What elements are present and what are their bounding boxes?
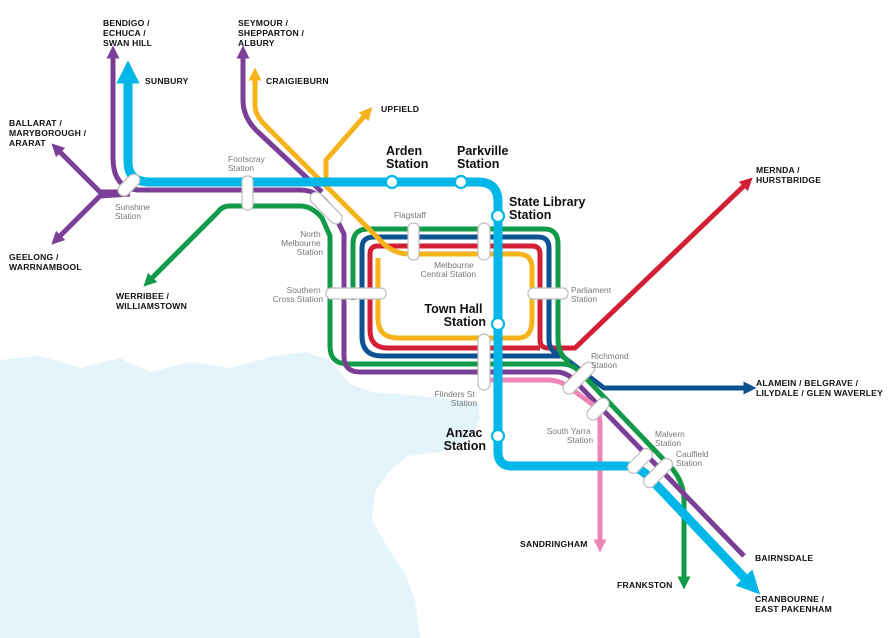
caulfield-station-marker[interactable] bbox=[641, 456, 675, 490]
station-label-melbourne-central: Melbourne Central Station bbox=[421, 260, 477, 279]
arden-station-marker[interactable] bbox=[384, 174, 400, 190]
southern-cross-station-marker[interactable] bbox=[325, 287, 387, 300]
flinders-st-station-marker[interactable] bbox=[477, 333, 491, 391]
flagstaff-station-marker[interactable] bbox=[407, 222, 420, 261]
terminal-label-alamein: ALAMEIN / BELGRAVE / LILYDALE / GLEN WAV… bbox=[756, 378, 883, 398]
station-label-richmond: Richmond Station bbox=[591, 351, 631, 370]
terminal-label-bairnsdale: BAIRNSDALE bbox=[755, 553, 813, 563]
station-label-flinders-st: Flinders St Station bbox=[435, 389, 478, 408]
terminal-label-seymour: SEYMOUR / SHEPPARTON / ALBURY bbox=[238, 18, 307, 48]
terminal-label-sandringham: SANDRINGHAM bbox=[520, 539, 588, 549]
station-label-anzac: Anzac Station bbox=[444, 426, 486, 453]
state-library-station-marker[interactable] bbox=[490, 208, 506, 224]
richmond-station-marker[interactable] bbox=[561, 360, 598, 397]
station-label-southern-cross: Southern Cross Station bbox=[273, 285, 324, 304]
station-label-caulfield: Caulfield Station bbox=[676, 449, 711, 468]
terminal-label-frankston: FRANKSTON bbox=[617, 580, 673, 590]
terminal-label-mernda: MERNDA / HURSTBRIDGE bbox=[756, 165, 821, 185]
upfield-line bbox=[323, 107, 373, 178]
north-melbourne-station-marker[interactable] bbox=[308, 190, 345, 227]
station-label-flagstaff: Flagstaff bbox=[394, 210, 427, 220]
anzac-station-marker[interactable] bbox=[490, 428, 506, 444]
terminal-label-cranbourne: CRANBOURNE / EAST PAKENHAM bbox=[755, 594, 832, 614]
terminal-label-ballarat: BALLARAT / MARYBOROUGH / ARARAT bbox=[9, 118, 89, 148]
sunshine-station-marker[interactable] bbox=[116, 172, 143, 199]
terminal-label-geelong: GEELONG / WARRNAMBOOL bbox=[9, 252, 82, 272]
station-label-parkville: Parkville Station bbox=[457, 144, 512, 171]
station-label-south-yarra: South Yarra Station bbox=[547, 426, 594, 445]
station-label-parliament: Parliament Station bbox=[571, 285, 613, 304]
station-label-arden: Arden Station bbox=[386, 144, 428, 171]
port-phillip-bay-water bbox=[0, 352, 480, 638]
terminal-label-upfield: UPFIELD bbox=[381, 104, 419, 114]
terminal-label-bendigo: BENDIGO / ECHUCA / SWAN HILL bbox=[103, 18, 152, 48]
station-label-town-hall: Town Hall Station bbox=[424, 302, 486, 329]
parkville-station-marker[interactable] bbox=[453, 174, 469, 190]
malvern-station-marker[interactable] bbox=[625, 446, 655, 476]
ballarat-branch bbox=[51, 143, 130, 195]
station-label-sunshine: Sunshine Station bbox=[115, 202, 152, 221]
melbourne-central-station-marker[interactable] bbox=[477, 222, 491, 261]
station-label-malvern: Malvern Station bbox=[655, 429, 687, 448]
town-hall-station-marker[interactable] bbox=[490, 316, 506, 332]
station-label-state-library: State Library Station bbox=[509, 195, 589, 222]
south-yarra-station-marker[interactable] bbox=[585, 396, 612, 423]
terminal-label-werribee: WERRIBEE / WILLIAMSTOWN bbox=[116, 291, 187, 311]
terminal-label-sunbury: SUNBURY bbox=[145, 76, 189, 86]
footscray-station-marker[interactable] bbox=[241, 175, 254, 211]
terminal-label-craigieburn: CRAIGIEBURN bbox=[266, 76, 329, 86]
station-label-north-melbourne: North Melbourne Station bbox=[281, 229, 323, 257]
parliament-station-marker[interactable] bbox=[527, 287, 569, 300]
station-label-footscray: Footscray Station bbox=[228, 154, 267, 173]
